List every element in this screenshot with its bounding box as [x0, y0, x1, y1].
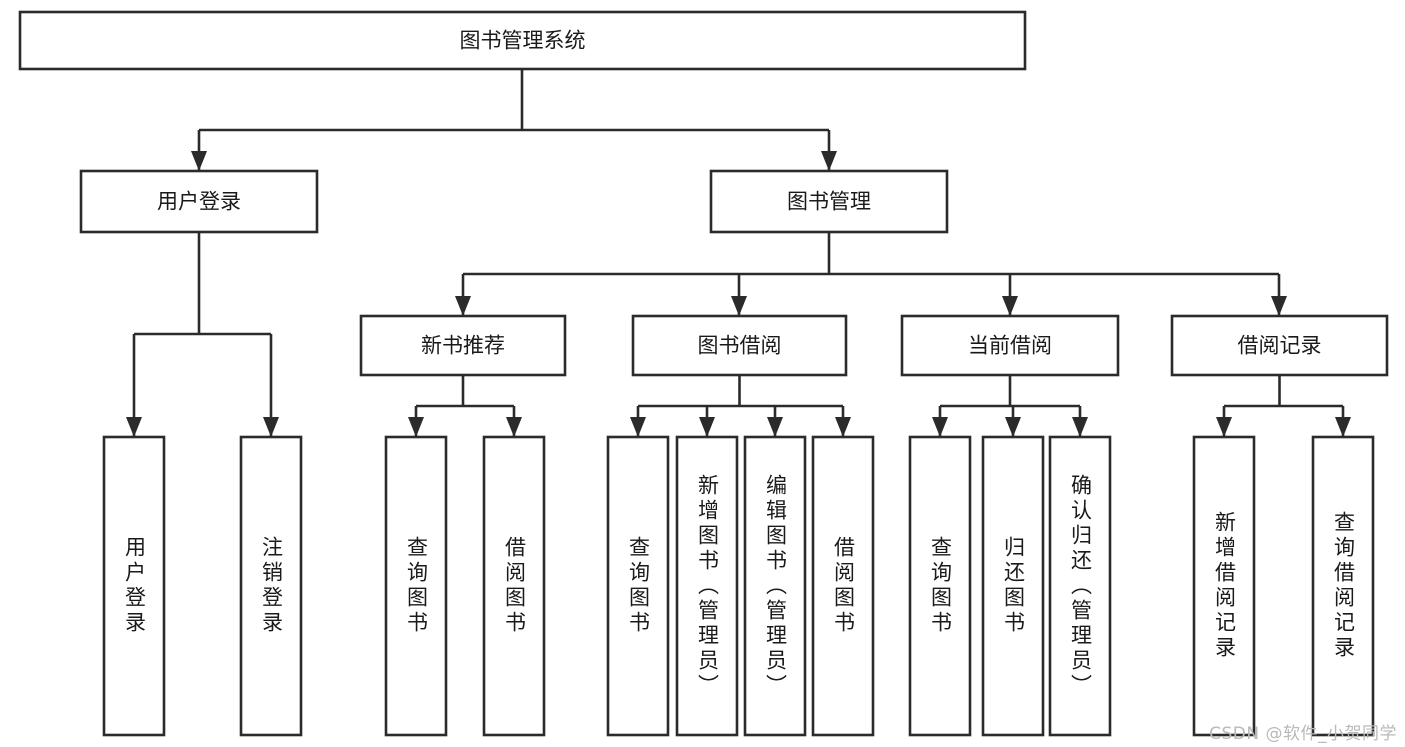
node-box-level2-0[interactable]	[79, 169, 319, 234]
record-arrow-1	[1335, 417, 1351, 437]
node-label-level3-0: 新书推荐	[421, 334, 505, 358]
node-boxes-layer	[18, 10, 1389, 737]
node-box-leaf-0[interactable]	[102, 435, 166, 737]
node-label-level3-1: 图书借阅	[698, 334, 782, 358]
borrow-arrow-3	[835, 417, 851, 437]
node-box-level3-0[interactable]	[359, 314, 567, 377]
connectors-layer	[126, 69, 1351, 437]
books-arrow-2	[1002, 296, 1018, 316]
node-box-leaf-9[interactable]	[981, 435, 1045, 737]
node-label-level2-0: 用户登录	[157, 190, 241, 214]
node-box-level2-1[interactable]	[709, 169, 949, 234]
books-arrow-0	[455, 296, 471, 316]
recommend-arrow-1	[506, 417, 522, 437]
node-box-leaf-8[interactable]	[908, 435, 972, 737]
node-box-root-0[interactable]	[18, 10, 1027, 71]
borrow-arrow-2	[767, 417, 783, 437]
node-label-level3-3: 借阅记录	[1238, 334, 1322, 358]
node-box-level3-3[interactable]	[1170, 314, 1389, 377]
node-box-leaf-5[interactable]	[675, 435, 739, 737]
borrow-arrow-1	[699, 417, 715, 437]
node-box-leaf-11[interactable]	[1192, 435, 1256, 737]
books-arrow-1	[731, 296, 747, 316]
node-box-leaf-2[interactable]	[384, 435, 448, 737]
node-box-leaf-4[interactable]	[606, 435, 670, 737]
node-box-leaf-12[interactable]	[1311, 435, 1375, 737]
node-box-level3-2[interactable]	[900, 314, 1120, 377]
current-arrow-2	[1072, 417, 1088, 437]
root-arrow-1	[821, 151, 837, 171]
record-arrow-0	[1216, 417, 1232, 437]
root-arrow-0	[191, 151, 207, 171]
login-arrow-0	[126, 417, 142, 437]
borrow-arrow-0	[630, 417, 646, 437]
node-box-leaf-10[interactable]	[1048, 435, 1112, 737]
node-box-leaf-3[interactable]	[482, 435, 546, 737]
books-arrow-3	[1271, 296, 1287, 316]
node-box-leaf-1[interactable]	[239, 435, 303, 737]
node-box-leaf-7[interactable]	[811, 435, 875, 737]
node-box-leaf-6[interactable]	[743, 435, 807, 737]
node-label-level2-1: 图书管理	[787, 190, 871, 214]
login-arrow-1	[263, 417, 279, 437]
node-box-level3-1[interactable]	[631, 314, 848, 377]
node-label-root-0: 图书管理系统	[460, 29, 586, 53]
current-arrow-1	[1005, 417, 1021, 437]
current-arrow-0	[932, 417, 948, 437]
node-label-level3-2: 当前借阅	[968, 334, 1052, 358]
recommend-arrow-0	[408, 417, 424, 437]
